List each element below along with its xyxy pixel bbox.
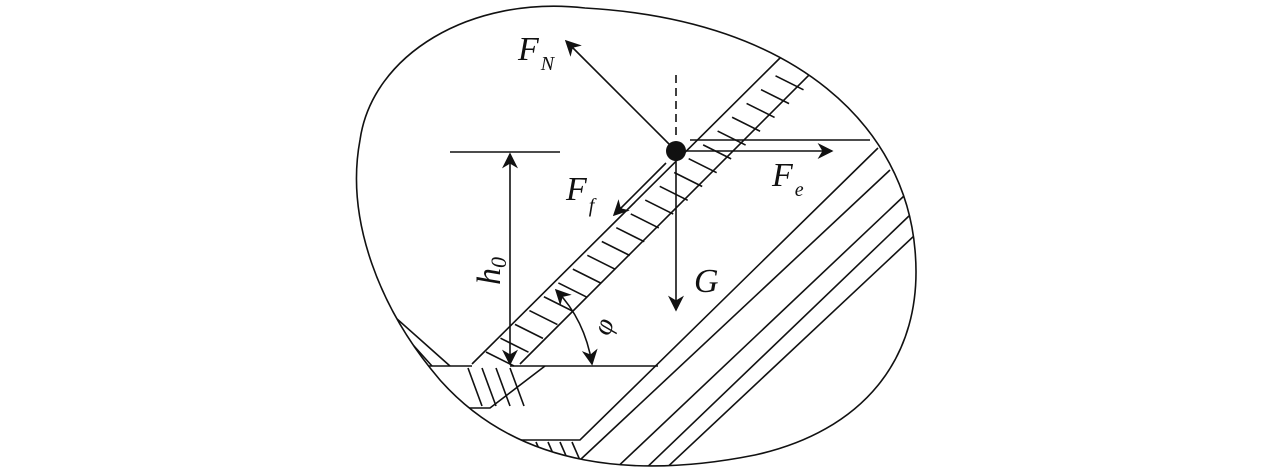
flat-hatch-line: [509, 367, 525, 407]
angle-label: φ: [587, 314, 621, 339]
band-hatch-line: [572, 268, 602, 284]
band-hatch-line: [688, 157, 718, 174]
flat-hatch-lines: [467, 367, 525, 407]
base-hatch-line: [547, 441, 563, 466]
band-hatch-line: [702, 144, 732, 160]
band-hatch-line: [630, 213, 660, 229]
left-hatch-line: [377, 305, 433, 367]
height-dimension: [450, 151, 560, 366]
left-hatch-line: [377, 349, 393, 367]
base-hatch-line: [511, 441, 527, 466]
normal-force-arrow: [564, 39, 677, 152]
band-hatch-line: [586, 254, 616, 271]
left-hatch-line: [377, 327, 413, 367]
flat-hatch-line: [467, 367, 483, 407]
band-hatch-line: [760, 88, 790, 105]
band-hatch-line: [644, 199, 674, 215]
lower-left-layer: [377, 301, 546, 409]
band-hatch-line: [558, 282, 587, 298]
band-hatch-line: [500, 337, 529, 353]
left-hatch-lines: [377, 305, 433, 367]
flat-hatch-line: [495, 367, 511, 407]
band-hatch-line: [775, 75, 804, 91]
base-parallel-lines: [490, 147, 916, 466]
band-hatch-line: [601, 240, 631, 257]
band-hatch-line: [717, 130, 746, 146]
hatched-inclined-layer: [471, 57, 870, 367]
section-boundary: [355, 5, 917, 467]
base-hatch-line: [499, 441, 515, 466]
base-hatch-line: [571, 441, 587, 466]
band-hatch-line: [746, 102, 775, 119]
band-hatch-line: [529, 309, 558, 326]
base-hatch-line: [535, 441, 551, 466]
band-hatch-line: [615, 226, 645, 243]
left-hatch-line: [377, 360, 384, 367]
flat-hatch-line: [481, 367, 497, 407]
height-label: h0: [471, 257, 511, 285]
friction-force-arrow: [612, 162, 667, 217]
gravity-label: G: [694, 263, 719, 300]
band-hatch-line: [514, 323, 544, 340]
angle-arc: [554, 288, 598, 366]
band-hatch-line: [659, 185, 689, 202]
band-hatch-lines: [485, 61, 819, 367]
band-hatch-line: [731, 116, 761, 132]
left-hatch-line: [377, 338, 403, 367]
band-hatch-line: [789, 61, 819, 77]
band-hatch-line: [673, 171, 703, 188]
